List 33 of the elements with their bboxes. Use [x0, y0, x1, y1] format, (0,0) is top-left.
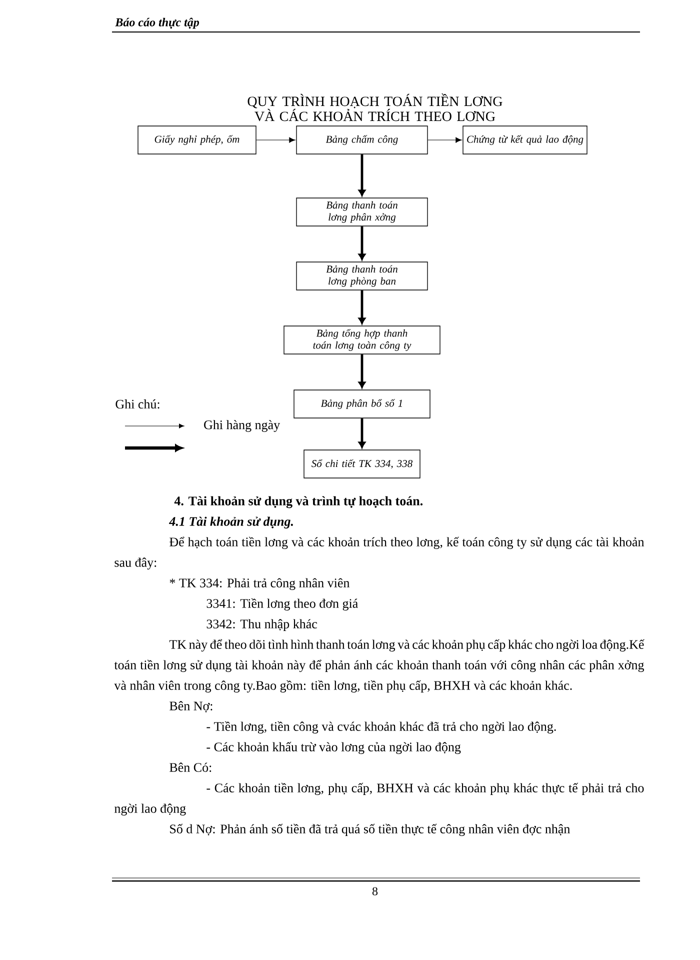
legend-text: Ghi hàng ngày [204, 420, 280, 432]
page-number: 8 [372, 887, 378, 896]
paragraph: 3341: Tiền lơng theo đơn giá [206, 598, 358, 611]
diagram-title: QUY TRÌNH HOẠCH TOÁN TIỀN LƠNG VÀ CÁC KHOẢN TRÍCH THEO LƠNG [248, 94, 502, 122]
paragraph: - Tiền lơng, tiền công và cvác khoản khác đã trả cho ngời lao động. [206, 721, 556, 734]
paragraph: - Các khoản khấu trừ vào lơng của ngời lao động [206, 742, 461, 754]
paragraph: - Các khoản tiền lơng, phụ cấp, BHXH và các khoản phụ khác thực tế phải trả cho ngời lao động [114, 782, 644, 816]
paragraph: * TK 334: Phải trả công nhân viên [170, 578, 350, 590]
arrow [358, 290, 366, 324]
process-box: Bảng chấm công [296, 126, 428, 154]
arrow [358, 226, 366, 260]
note-heading: Ghi chú: [116, 399, 160, 409]
arrow [358, 418, 366, 448]
process-box: Sổ chi tiết TK 334, 338 [304, 450, 420, 478]
paragraph: Để hạch toán tiền lơng và các khoản trích theo lơng, kế toán công ty sử dụng các tài khoản sau đây: [114, 536, 644, 570]
process-box: Giấy nghỉ phép, ốm [138, 126, 256, 154]
process-box: Bảng thanh toán lơng phân xởng [296, 198, 428, 226]
section-heading: 4.1 Tài khoản sử dụng. [169, 516, 293, 528]
process-box: Bảng tổng hợp thanh toán lơng toàn công ty [284, 326, 440, 354]
arrow [256, 137, 296, 143]
page-header: Báo cáo thực tập [115, 18, 200, 29]
paragraph: Bên Có: [170, 762, 212, 772]
section-heading: 4. Tài khoản sử dụng và trình tự hoạch toán. [174, 496, 423, 508]
process-box: Bảng thanh toán lơng phòng ban [296, 262, 428, 290]
paragraph: TK này để theo dõi tình hình thanh toán lơng và các khoản phụ cấp khác cho ngời loa động.Kế toán tiền lơng sử dụng tài khoản này để phản ánh các khoản thanh toán với công nhân các phân xởng và nhân viên trong công ty.Bao gồm: tiền lơng, tiền phụ cấp, BHXH và các khoản khác. [114, 639, 645, 693]
paragraph: Bên Nợ: [170, 701, 212, 712]
paragraph: 3342: Thu nhập khác [206, 619, 317, 631]
process-box: Chứng từ kết quả lao động [462, 126, 588, 154]
process-box: Bảng phân bổ số 1 [294, 390, 430, 418]
arrow [358, 354, 366, 388]
arrow [428, 137, 462, 143]
paragraph: Số d Nợ: Phản ánh số tiền đã trả quá số tiền thực tế công nhân viên đợc nhận [170, 824, 570, 836]
arrow [358, 154, 366, 196]
